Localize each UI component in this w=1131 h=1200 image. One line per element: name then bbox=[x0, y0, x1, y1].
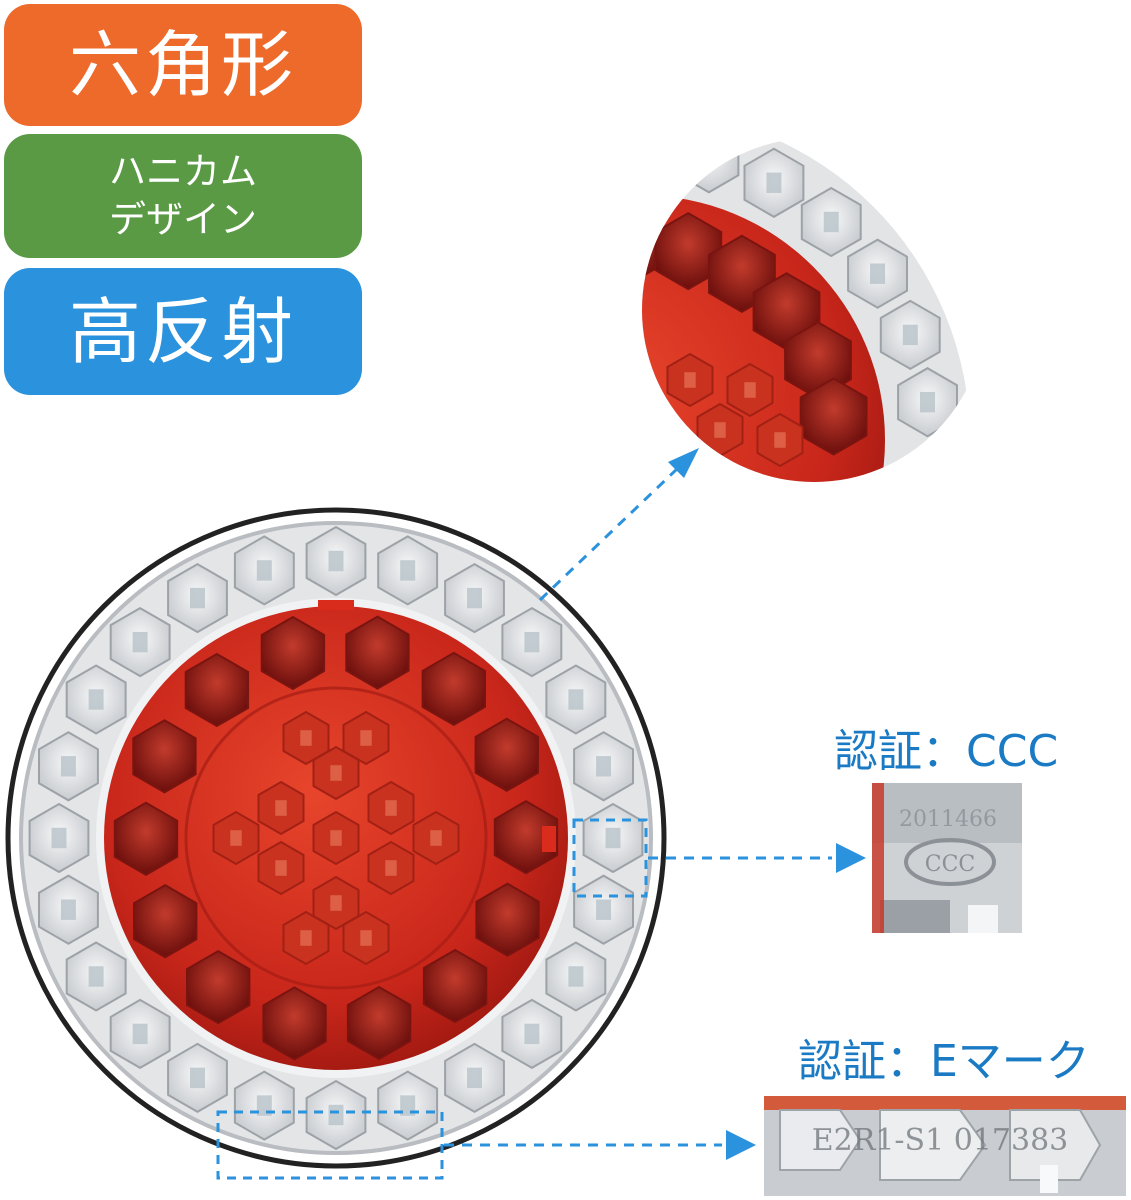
arrow-right-icon bbox=[726, 1130, 756, 1160]
center-led-chip bbox=[330, 895, 342, 911]
center-led-chip bbox=[385, 860, 397, 876]
zoom-red-led bbox=[799, 377, 868, 456]
red-led bbox=[421, 651, 486, 727]
badge-honeycomb-line-2: デザイン bbox=[109, 198, 257, 241]
arrow-right-icon bbox=[836, 843, 866, 873]
clear-led-chip bbox=[190, 587, 205, 609]
clear-led-chip bbox=[88, 966, 104, 987]
tail-lamp bbox=[5, 507, 667, 1169]
zoom-clear-led bbox=[642, 138, 671, 186]
center-led-chip bbox=[360, 930, 372, 946]
center-led-chip bbox=[300, 930, 312, 946]
zoom-clear-led-chip bbox=[902, 324, 918, 346]
lamp-inner-ring bbox=[184, 686, 488, 990]
center-led-chip bbox=[330, 765, 342, 781]
clear-led-chip bbox=[190, 1067, 205, 1089]
zoom-center-led-chip bbox=[774, 432, 786, 448]
red-led bbox=[262, 986, 327, 1061]
red-led bbox=[186, 949, 251, 1025]
clear-led-chip bbox=[132, 631, 148, 653]
lamp-center-leds bbox=[212, 710, 460, 966]
svg-text:E2R1-S1 017383: E2R1-S1 017383 bbox=[812, 1123, 1069, 1158]
svg-text:CCC: CCC bbox=[925, 852, 976, 877]
center-led-chip bbox=[230, 830, 242, 846]
clear-led-chip bbox=[256, 560, 272, 581]
red-led bbox=[474, 717, 539, 792]
clear-led-chip bbox=[60, 756, 76, 777]
clear-led-chip bbox=[568, 689, 584, 710]
center-led-chip bbox=[330, 830, 342, 846]
center-led-chip bbox=[430, 830, 442, 846]
emark-selection-box bbox=[216, 1110, 444, 1180]
clear-led-chip bbox=[328, 550, 344, 572]
red-led bbox=[493, 800, 559, 875]
badge-hexagon: 六角形 bbox=[4, 4, 362, 126]
red-led bbox=[422, 948, 488, 1024]
svg-text:2011466: 2011466 bbox=[899, 807, 997, 832]
clear-led-chip bbox=[524, 1023, 540, 1045]
lamp-right-tab bbox=[542, 826, 556, 852]
red-led bbox=[346, 985, 412, 1061]
clear-led-chip bbox=[132, 1023, 148, 1045]
red-led bbox=[260, 615, 326, 691]
red-led bbox=[133, 884, 198, 959]
lamp-top-tab bbox=[318, 600, 354, 610]
center-led-chip bbox=[275, 860, 287, 876]
clear-led-chip bbox=[596, 756, 612, 777]
red-led bbox=[345, 615, 410, 690]
clear-led-chip bbox=[568, 966, 584, 987]
badge-high-reflection: 高反射 bbox=[4, 268, 362, 395]
zoom-leader-line bbox=[538, 466, 680, 602]
emark-detail-image: E2R1-S1 017383 bbox=[764, 1096, 1126, 1196]
red-led bbox=[184, 652, 250, 728]
zoom-clear-led-chip bbox=[701, 148, 717, 169]
clear-led-chip bbox=[596, 899, 612, 920]
center-led-chip bbox=[300, 730, 312, 746]
zoom-clear-led-chip bbox=[766, 172, 782, 193]
arrow-right-icon bbox=[668, 448, 699, 478]
zoom-center-led-chip bbox=[714, 422, 726, 438]
badge-honeycomb-line-1: ハニカム bbox=[109, 149, 257, 193]
red-led bbox=[113, 801, 179, 876]
zoom-clear-led-chip bbox=[823, 211, 839, 233]
zoom-clear-led-chip bbox=[642, 139, 648, 161]
zoom-center-led-chip bbox=[684, 372, 696, 388]
lamp-clear-leds bbox=[28, 525, 644, 1151]
clear-led-chip bbox=[467, 1067, 482, 1089]
zoom-clear-led-chip bbox=[920, 391, 936, 413]
red-led bbox=[475, 882, 540, 957]
clear-led-chip bbox=[88, 689, 104, 710]
badge-high-reflection-text: 高反射 bbox=[68, 289, 297, 374]
clear-led-chip bbox=[51, 827, 67, 849]
clear-led-chip bbox=[400, 560, 416, 581]
badge-honeycomb-design: ハニカム デザイン bbox=[4, 134, 362, 258]
center-led-chip bbox=[360, 730, 372, 746]
red-led bbox=[132, 719, 197, 794]
center-led-chip bbox=[275, 800, 287, 816]
ccc-detail-image: 2011466 CCC bbox=[872, 783, 1022, 933]
clear-led-chip bbox=[524, 631, 540, 653]
clear-led-chip bbox=[60, 899, 76, 920]
certification-ccc-label: 認証：CCC bbox=[834, 726, 1059, 777]
clear-led-chip bbox=[467, 587, 482, 609]
badge-hexagon-text: 六角形 bbox=[68, 23, 297, 107]
clear-led-chip bbox=[328, 1104, 344, 1126]
ccc-selection-box bbox=[572, 818, 648, 898]
clear-led-chip bbox=[605, 827, 621, 849]
zoom-center-led-chip bbox=[744, 382, 756, 398]
certification-emark-label: 認証：Eマーク bbox=[798, 1036, 1090, 1087]
center-led-chip bbox=[385, 800, 397, 816]
lamp-red-leds bbox=[113, 615, 559, 1061]
zoom-clear-led-chip bbox=[870, 263, 886, 284]
zoom-inset bbox=[642, 138, 986, 482]
